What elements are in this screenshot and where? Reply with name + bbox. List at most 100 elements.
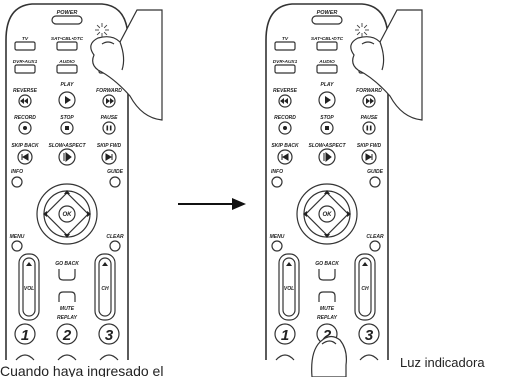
ch-rocker (354, 253, 376, 321)
vol-rocker (18, 253, 40, 321)
menu-button (271, 240, 283, 252)
mute-button (58, 291, 76, 302)
mode-button (274, 41, 296, 51)
transport-label: STOP (320, 115, 334, 121)
indicator-light-ray (356, 31, 361, 36)
transition-arrowhead (232, 198, 246, 210)
play-icon (325, 96, 331, 104)
clear-label: CLEAR (366, 234, 384, 240)
mode-button (14, 41, 36, 51)
stop-icon (325, 126, 329, 130)
mute-label: MUTE (320, 306, 335, 312)
left-arrow-icon (303, 211, 307, 217)
transport-label: SKIP BACK (271, 143, 299, 149)
caption-right: Luz indicadora (400, 355, 485, 370)
vol-label: VOL (24, 286, 34, 292)
fingernail (361, 41, 375, 45)
mode-button (274, 64, 296, 74)
play-label: PLAY (61, 82, 75, 88)
ch-label: CH (101, 286, 109, 292)
go-back-label: GO BACK (55, 261, 79, 267)
ch-inner (98, 257, 112, 317)
power-button (311, 15, 343, 25)
transport-label: SKIP FWD (97, 143, 122, 149)
mode-button (56, 41, 78, 51)
transport-label: SKIP FWD (357, 143, 382, 149)
digit-label: 3 (365, 327, 374, 344)
hand-crease (379, 41, 385, 71)
slow-icon (323, 151, 332, 163)
skip-back-icon (281, 153, 289, 161)
down-arrow-icon (64, 234, 70, 238)
pause-icon (369, 125, 372, 131)
transport-label: PAUSE (361, 115, 379, 121)
ch-label: CH (361, 286, 369, 292)
info-label: INFO (11, 169, 23, 175)
fingernail (101, 41, 115, 45)
transport-label: SLOW•ASPECT (48, 143, 86, 149)
hand-top (350, 9, 423, 121)
transport-label: PAUSE (101, 115, 119, 121)
transport-label: SLOW•ASPECT (308, 143, 346, 149)
transport-label: RECORD (274, 115, 296, 121)
pause-icon (109, 125, 112, 131)
indicator-light-ray (363, 31, 368, 36)
ok-button (318, 205, 336, 223)
pause-icon (366, 125, 369, 131)
ch-up-icon (102, 262, 108, 266)
digit-row-hint (57, 354, 77, 361)
skip-fwd-icon (105, 153, 113, 161)
mute-label: MUTE (60, 306, 75, 312)
power-label: POWER (57, 10, 78, 16)
mode-button (316, 41, 338, 51)
info-button (11, 176, 23, 188)
press-fingernail (321, 340, 337, 345)
indicator-light-ray (363, 24, 368, 29)
go-back-button (58, 269, 76, 281)
replay-label: REPLAY (317, 315, 338, 321)
right-arrow-icon (87, 211, 91, 217)
transport-label: STOP (60, 115, 74, 121)
go-back-button (318, 269, 336, 281)
digit-button (358, 323, 380, 345)
reverse-icon (280, 98, 288, 104)
mode-label: SAT•CBL•DTC (51, 36, 84, 42)
down-arrow-icon (324, 234, 330, 238)
reverse-icon (20, 98, 28, 104)
digit-label: 2 (322, 327, 332, 344)
digit-row-hint (359, 354, 379, 361)
digit-label: 1 (281, 327, 289, 344)
digit-button (274, 323, 296, 345)
transport-label: RECORD (14, 115, 36, 121)
transport-label: REVERSE (13, 88, 38, 94)
digit-label: 3 (105, 327, 114, 344)
digit-label: 2 (62, 327, 72, 344)
left-arrow-icon (43, 211, 47, 217)
menu-label: MENU (10, 234, 25, 240)
remote-left: POWERTVSAT•CBL•DTCDVDDVR•AUX1AUDIOVCRPLA… (5, 3, 163, 361)
guide-button (369, 176, 381, 188)
vol-inner (282, 257, 296, 317)
skip-fwd-icon (365, 153, 373, 161)
up-arrow-icon (324, 190, 330, 194)
vol-up-icon (286, 262, 292, 266)
replay-label: REPLAY (57, 315, 78, 321)
info-button (271, 176, 283, 188)
ok-button (58, 205, 76, 223)
pause-icon (106, 125, 109, 131)
skip-back-icon (21, 153, 29, 161)
ch-up-icon (362, 262, 368, 266)
indicator-light-ray (96, 24, 101, 29)
mode-label: AUDIO (58, 59, 75, 65)
digit-button (56, 323, 78, 345)
vol-label: VOL (284, 286, 294, 292)
hand-top (90, 9, 163, 121)
play-label: PLAY (321, 82, 335, 88)
menu-label: MENU (270, 234, 285, 240)
vol-inner (22, 257, 36, 317)
forward-icon (106, 98, 114, 104)
clear-label: CLEAR (106, 234, 124, 240)
pause-button (102, 121, 116, 135)
digit-button (14, 323, 36, 345)
